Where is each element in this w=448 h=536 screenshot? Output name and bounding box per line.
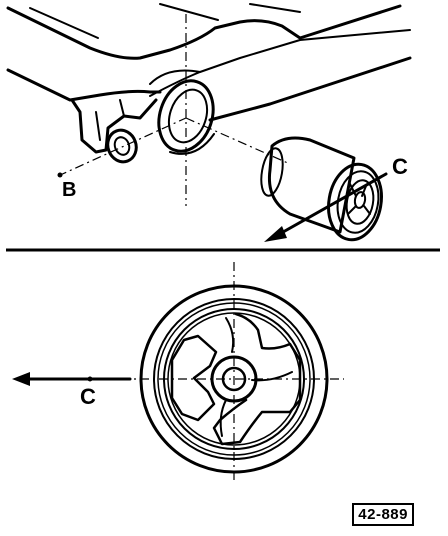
bushing-back-face	[260, 147, 284, 197]
bottom-view	[12, 262, 344, 482]
bushing-web	[347, 183, 371, 215]
axis-line-b	[57, 117, 187, 177]
arm-bore-outer	[157, 79, 215, 153]
arm-lower-edge	[6, 68, 162, 102]
figure-number: 42-889	[352, 503, 414, 526]
arm-upper-edge	[6, 4, 402, 60]
end-bracket-2	[95, 99, 125, 141]
label-c-top: C	[392, 154, 408, 179]
label-b: B	[62, 179, 76, 201]
bushing-front-outer	[327, 162, 383, 242]
bushing-front-inner	[345, 179, 375, 225]
arm-bore-boss	[149, 69, 215, 155]
bushing-body	[267, 136, 356, 234]
arrow-c-bottom-head	[12, 372, 30, 386]
arrow-c-top-head	[264, 226, 287, 242]
arm-body-lower	[208, 56, 412, 122]
spoke-upper	[225, 317, 235, 353]
void-left	[170, 334, 218, 422]
top-view	[6, 3, 412, 242]
point-b	[57, 172, 63, 178]
bushing-front-ring	[336, 170, 380, 234]
arm-bore-inner	[167, 88, 209, 144]
spoke-lower	[219, 399, 227, 437]
bushing-core	[353, 191, 367, 209]
arm-body-mid	[149, 29, 411, 97]
arm-top-rib	[159, 3, 301, 21]
bushing	[260, 136, 383, 242]
arm-upper-edge-inner	[29, 7, 99, 39]
arrow-c-top-shaft	[274, 172, 388, 238]
end-bracket	[70, 98, 158, 154]
label-c-bottom: C	[80, 384, 96, 409]
eye-bushing-inner	[113, 136, 131, 156]
point-c-bottom	[87, 376, 93, 382]
void-upper	[212, 312, 302, 446]
